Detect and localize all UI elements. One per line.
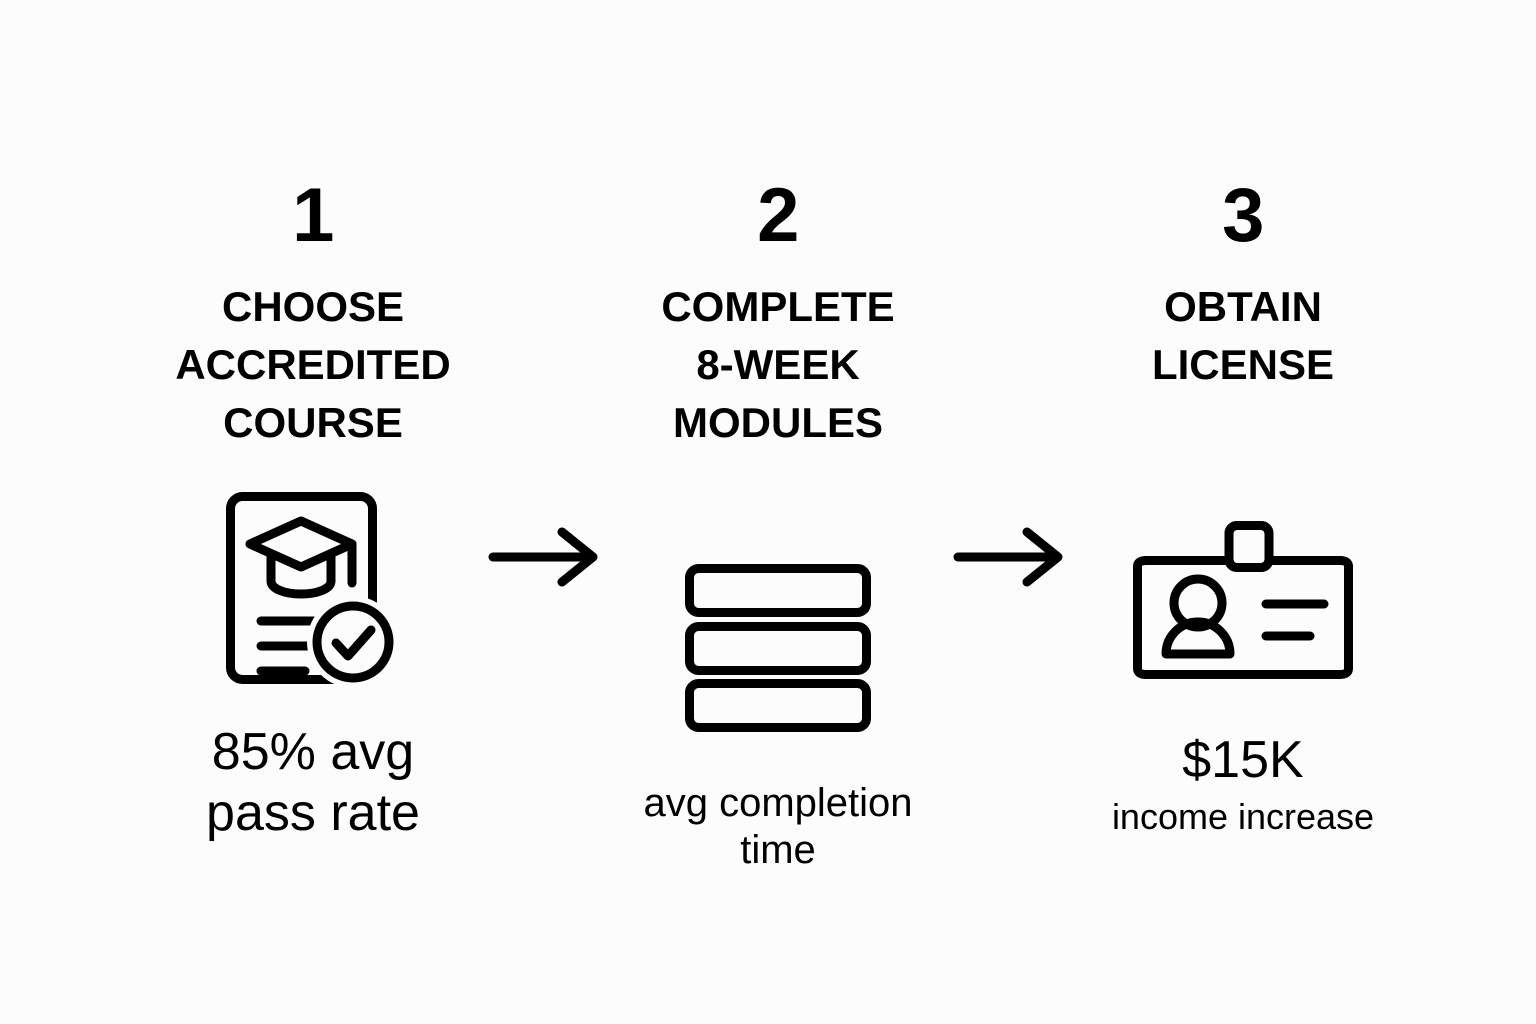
step-2-number: 2 xyxy=(757,173,799,258)
stacked-modules-icon xyxy=(684,548,872,748)
step-2-caption-primary: avg completion time xyxy=(643,781,913,873)
arrow-right-icon xyxy=(953,527,1063,587)
step-2: 2 COMPLETE 8-WEEK MODULES avg completion… xyxy=(613,0,943,874)
step-1: 1 CHOOSE ACCREDITED COURSE xyxy=(148,0,478,845)
step-1-heading: CHOOSE ACCREDITED COURSE xyxy=(175,283,451,446)
step-3-number: 3 xyxy=(1222,173,1264,258)
step-3-caption: $15K income increase xyxy=(1112,730,1374,839)
badge-clip xyxy=(1224,521,1274,572)
step-3-caption-secondary: income increase xyxy=(1111,796,1375,838)
step-1-caption: 85% avg pass rate xyxy=(206,722,420,845)
avatar-head xyxy=(1169,574,1227,632)
connector-1 xyxy=(478,0,613,588)
step-3-caption-primary: $15K xyxy=(1182,731,1304,789)
module-bar-2 xyxy=(685,622,871,675)
module-bar-1 xyxy=(685,564,871,617)
connector-2 xyxy=(943,0,1078,588)
step-1-caption-primary: 85% avg pass rate xyxy=(206,723,420,843)
module-bar-3 xyxy=(685,679,871,732)
step-2-caption: avg completion time xyxy=(643,780,912,874)
accredited-certificate-icon xyxy=(225,488,401,688)
avatar-body xyxy=(1161,617,1235,659)
step-1-number: 1 xyxy=(292,173,334,258)
step-2-heading: COMPLETE 8-WEEK MODULES xyxy=(661,283,895,446)
arrow-right-icon xyxy=(488,527,598,587)
step-3-heading: OBTAIN LICENSE xyxy=(1151,283,1335,388)
step-3: 3 OBTAIN LICENSE xyxy=(1078,0,1408,839)
id-license-card-icon xyxy=(1132,500,1354,700)
